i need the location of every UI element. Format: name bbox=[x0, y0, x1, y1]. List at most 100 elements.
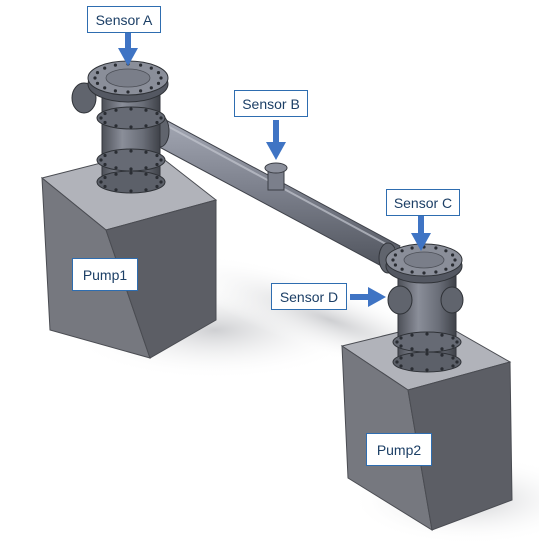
flange-bolt bbox=[155, 184, 159, 189]
flange-bolt bbox=[113, 63, 117, 67]
flange-bolt bbox=[139, 63, 143, 67]
sensor-c-arrow bbox=[411, 215, 431, 251]
flange-bolt bbox=[455, 360, 459, 364]
flange-bolt bbox=[410, 347, 414, 351]
flange-bolt bbox=[159, 76, 163, 80]
flange-bolt bbox=[391, 258, 395, 262]
flange-bolt bbox=[444, 267, 448, 271]
pump1-label: Pump1 bbox=[72, 258, 138, 291]
flange-bolt bbox=[129, 171, 133, 175]
flange-bolt bbox=[399, 344, 403, 348]
flange-bolt bbox=[155, 111, 159, 116]
flange-bolt bbox=[144, 188, 148, 192]
flange-bolt bbox=[455, 340, 459, 344]
sensor-b-arrow bbox=[266, 120, 286, 160]
flange-bolt bbox=[129, 167, 133, 171]
flange-bolt bbox=[410, 270, 414, 274]
flange-bolt bbox=[114, 150, 118, 154]
flange-bolt bbox=[103, 86, 107, 90]
flange-bolt bbox=[395, 360, 399, 364]
pump1-side-face bbox=[105, 199, 217, 359]
flange-bolt bbox=[451, 336, 455, 340]
flange-bolt bbox=[103, 66, 107, 70]
flange-bolt bbox=[103, 162, 107, 167]
flange-bolt bbox=[93, 76, 97, 80]
flange-bolts bbox=[93, 62, 459, 372]
flange-bolt bbox=[103, 175, 107, 180]
flange-bolt bbox=[400, 267, 404, 271]
flange-bolt bbox=[129, 107, 133, 111]
flange-bolt bbox=[126, 90, 130, 94]
flange-bolt bbox=[425, 352, 429, 356]
flange-bolt bbox=[156, 71, 161, 75]
flange-bolt bbox=[114, 124, 118, 128]
flange-bolt bbox=[434, 270, 438, 274]
sensor-d-label: Sensor D bbox=[271, 283, 347, 310]
flange-bolt bbox=[144, 108, 148, 112]
flange-bolt bbox=[149, 66, 153, 70]
flange-bolt bbox=[114, 172, 118, 176]
flange-bolt bbox=[144, 150, 148, 154]
flange-bolt bbox=[155, 162, 159, 167]
flange-bolt bbox=[113, 89, 117, 93]
flange-bolt bbox=[440, 333, 444, 337]
flange-bolt bbox=[453, 258, 457, 262]
sensor-d-arrow bbox=[350, 287, 386, 307]
vessel-a bbox=[71, 60, 169, 194]
flange-bolt bbox=[451, 344, 455, 348]
pump2-label: Pump2 bbox=[366, 433, 432, 466]
flange-bolt bbox=[95, 81, 100, 85]
flange-bolt bbox=[399, 364, 403, 368]
flange-bolt bbox=[425, 332, 429, 336]
flange-bolt bbox=[155, 175, 159, 180]
flange-bolt bbox=[422, 271, 426, 275]
flange-bolt bbox=[149, 86, 153, 90]
pump2-side-face bbox=[407, 361, 513, 531]
vessel-a-top-center bbox=[105, 68, 151, 88]
flange-bolt bbox=[440, 353, 444, 357]
flange-bolt bbox=[440, 347, 444, 351]
flange-bolt bbox=[103, 111, 107, 116]
flange-bolt bbox=[451, 263, 455, 267]
sensor-c-label: Sensor C bbox=[386, 189, 460, 216]
flange-bolt bbox=[399, 336, 403, 340]
sensor-b-cap bbox=[264, 162, 288, 174]
flange-bolt bbox=[393, 253, 397, 257]
flange-bolt bbox=[103, 184, 107, 189]
sensor-b-label: Sensor B bbox=[234, 90, 308, 117]
flange-bolt bbox=[155, 153, 159, 158]
sensor-arrows bbox=[118, 32, 431, 307]
flange-bolt bbox=[114, 188, 118, 192]
flange-bolt bbox=[440, 367, 444, 371]
flange-bolt bbox=[410, 246, 414, 250]
flange-bolt bbox=[399, 356, 403, 360]
flange-bolt bbox=[444, 249, 448, 253]
flange-bolt bbox=[114, 108, 118, 112]
flange-bolt bbox=[159, 180, 163, 184]
vessel-a-neck-flange bbox=[96, 106, 166, 130]
flange-bolt bbox=[99, 116, 103, 120]
flange-bolt bbox=[410, 367, 414, 371]
flange-bolt bbox=[99, 158, 103, 162]
flange-bolt bbox=[129, 189, 133, 193]
flange-bolt bbox=[410, 353, 414, 357]
flange-bolt bbox=[144, 124, 148, 128]
flange-bolt bbox=[103, 120, 107, 125]
vessel-c-port-right bbox=[440, 286, 464, 314]
flange-bolt bbox=[434, 246, 438, 250]
flange-bolt bbox=[114, 166, 118, 170]
flange-bolt bbox=[451, 364, 455, 368]
flange-bolt bbox=[425, 348, 429, 352]
flange-bolt bbox=[400, 249, 404, 253]
vessel-a-mid-flange bbox=[96, 148, 166, 172]
flange-bolt bbox=[99, 180, 103, 184]
flange-bolt bbox=[393, 263, 397, 267]
flange-bolt bbox=[451, 356, 455, 360]
flange-bolt bbox=[129, 149, 133, 153]
vessel-c-port-left bbox=[387, 285, 413, 315]
flange-bolt bbox=[159, 116, 163, 120]
flange-bolt bbox=[410, 333, 414, 337]
vessel-c bbox=[385, 243, 464, 373]
